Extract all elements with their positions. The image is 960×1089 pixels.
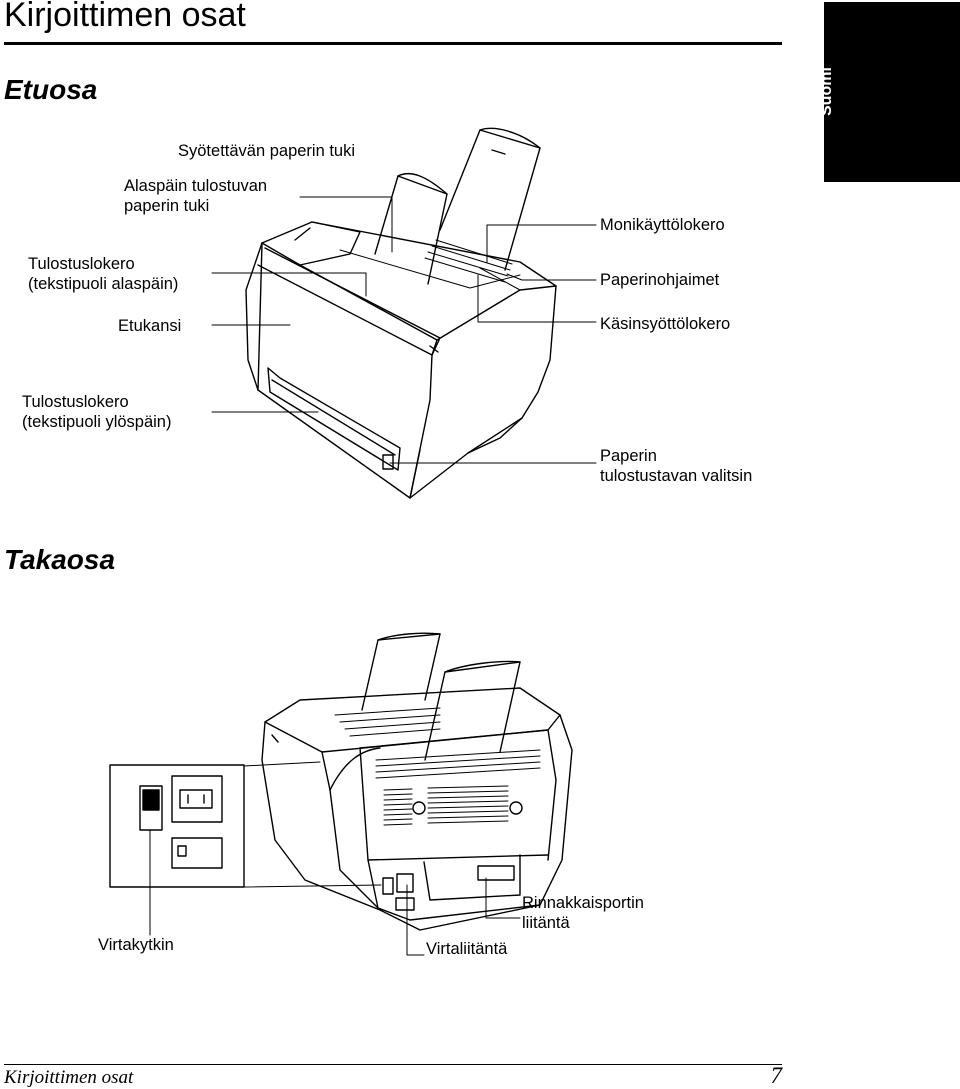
front-printer-top: [339, 239, 521, 291]
label-output-selector: Paperin tulostustavan valitsin: [600, 447, 753, 485]
label-facedown-support: Alaspäin tulostuvan paperin tuki: [124, 177, 268, 215]
label-output-facedown: Tulostuslokero (tekstipuoli alaspäin): [28, 255, 179, 293]
label-parallel-port: Rinnakkaisportin liitäntä: [522, 894, 644, 932]
label-multipurpose-tray: Monikäyttölokero: [600, 216, 725, 234]
rear-leader-lines: [149, 761, 521, 956]
front-paper-supports: [374, 127, 541, 285]
footer-section-title: Kirjoittimen osat: [4, 1067, 134, 1088]
rear-vents: [334, 707, 541, 826]
label-power-socket: Virtaliitäntä: [426, 940, 508, 958]
rear-paper-supports: [361, 632, 521, 761]
page-title: Kirjoittimen osat: [4, 0, 246, 34]
label-paper-guides: Paperinohjaimet: [600, 271, 720, 289]
rear-heading: Takaosa: [4, 544, 116, 575]
footer-rule: [4, 1064, 782, 1065]
page-number: 7: [770, 1063, 783, 1088]
label-feed-support: Syötettävän paperin tuki: [178, 142, 356, 160]
language-tab: Suomi: [818, 2, 960, 182]
label-power-switch: Virtakytkin: [98, 936, 174, 954]
power-inset: [109, 764, 245, 888]
label-output-faceup: Tulostuslokero (tekstipuoli ylöspäin): [22, 393, 172, 431]
rear-printer-body: [261, 687, 573, 931]
title-rule: [4, 42, 782, 45]
front-heading: Etuosa: [4, 74, 98, 105]
label-front-cover: Etukansi: [118, 317, 182, 335]
label-manual-feed: Käsinsyöttölokero: [600, 315, 731, 333]
